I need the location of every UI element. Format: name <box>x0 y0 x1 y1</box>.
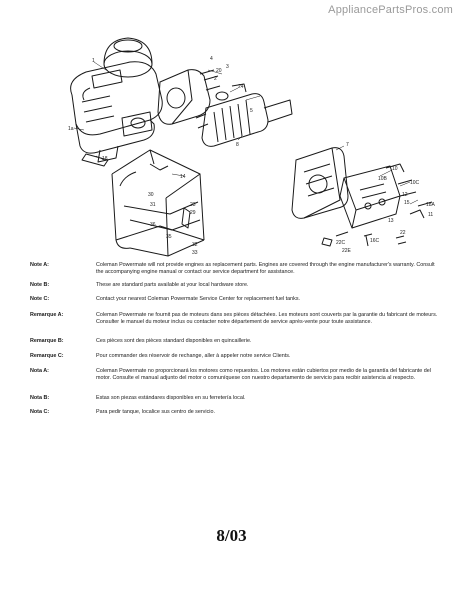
callout-29: 29 <box>190 210 196 216</box>
watermark: AppliancePartsPros.com <box>328 4 453 16</box>
note-text: Coleman Powermate ne fournit pas de mote… <box>96 312 438 325</box>
remarque-a: Remarque A: Coleman Powermate ne fournit… <box>30 312 440 338</box>
callout-35: 35 <box>166 234 172 240</box>
callout-22: 22 <box>400 230 406 236</box>
note-text: These are standard parts available at yo… <box>96 282 249 288</box>
frame <box>111 149 205 257</box>
note-c: Note C: Contact your nearest Coleman Pow… <box>30 296 440 312</box>
note-text: Para pedir tanque, localice sus centro d… <box>96 409 215 415</box>
callout-10: 10 <box>392 166 398 172</box>
callout-14: 14 <box>180 174 186 180</box>
callout-22e: 22E <box>342 248 352 254</box>
callout-36: 36 <box>150 222 156 228</box>
callouts: 1 1a 14 18 20 24 8 7 10 10B 10C 12 15 18… <box>68 56 436 256</box>
callout-5: 5 <box>250 108 253 114</box>
callout-33: 33 <box>192 250 198 256</box>
note-label: Note C: <box>30 296 50 302</box>
callout-24: 24 <box>238 84 244 90</box>
note-text: Estas son piezas estándares disponibles … <box>96 395 246 401</box>
callout-12: 12 <box>402 192 408 198</box>
note-a: Note A: Coleman Powermate will not provi… <box>30 262 440 282</box>
remarque-c: Remarque C: Pour commander des réservoir… <box>30 353 440 368</box>
rotor <box>195 83 293 147</box>
callout-3: 3 <box>226 64 229 70</box>
nota-b: Nota B: Estas son piezas estándares disp… <box>30 395 440 409</box>
revision-date: 8/03 <box>216 526 247 545</box>
note-label: Remarque C: <box>30 353 64 359</box>
note-label: Nota A: <box>30 368 49 374</box>
callout-32: 32 <box>192 242 198 248</box>
callout-18: 18 <box>102 156 108 162</box>
callout-18a: 18A <box>426 202 436 208</box>
note-label: Remarque A: <box>30 312 64 318</box>
callout-11: 11 <box>428 212 433 218</box>
leader-lines <box>73 61 419 205</box>
nota-a: Nota A: Coleman Powermate no proporciona… <box>30 368 440 395</box>
callout-23: 23 <box>190 202 196 208</box>
remarque-b: Remarque B: Ces pièces sont des pièces s… <box>30 338 440 353</box>
callout-16c: 16C <box>370 238 380 244</box>
note-text: Coleman Powermate will not provide engin… <box>96 262 435 275</box>
note-text: Pour commander des réservoir de rechange… <box>96 353 291 359</box>
callout-7: 7 <box>346 142 349 148</box>
callout-1a: 1a <box>68 126 74 132</box>
callout-10b: 10B <box>378 176 388 182</box>
note-label: Note A: <box>30 262 49 268</box>
callout-31: 31 <box>150 202 156 208</box>
alternator-housing <box>157 69 221 125</box>
exploded-parts-diagram: 1 1a 14 18 20 24 8 7 10 10B 10C 12 15 18… <box>68 37 436 257</box>
callout-20: 20 <box>216 68 222 74</box>
callout-4: 4 <box>210 56 213 62</box>
small-parts <box>321 201 433 247</box>
engine <box>70 37 163 167</box>
note-label: Nota C: <box>30 409 50 415</box>
callout-30: 30 <box>148 192 154 198</box>
note-label: Note B: <box>30 282 50 288</box>
note-text: Contact your nearest Coleman Powermate S… <box>96 296 301 302</box>
callout-22c: 22C <box>336 240 346 246</box>
callout-2: 2 <box>214 76 217 82</box>
end-bell <box>291 147 349 219</box>
callout-1: 1 <box>92 58 95 64</box>
note-label: Nota B: <box>30 395 50 401</box>
note-text: Coleman Powermate no proporcionará los m… <box>96 368 431 381</box>
callout-13: 13 <box>388 218 394 224</box>
callout-10c: 10C <box>410 180 420 186</box>
nota-c: Nota C: Para pedir tanque, localice sus … <box>30 409 440 421</box>
callout-8: 8 <box>236 142 239 148</box>
note-label: Remarque B: <box>30 338 64 344</box>
control-panel-box <box>339 163 417 229</box>
callout-15: 15 <box>404 200 410 206</box>
note-b: Note B: These are standard parts availab… <box>30 282 440 296</box>
notes-section: Note A: Coleman Powermate will not provi… <box>30 262 440 421</box>
note-text: Ces pièces sont des pièces standard disp… <box>96 338 252 344</box>
